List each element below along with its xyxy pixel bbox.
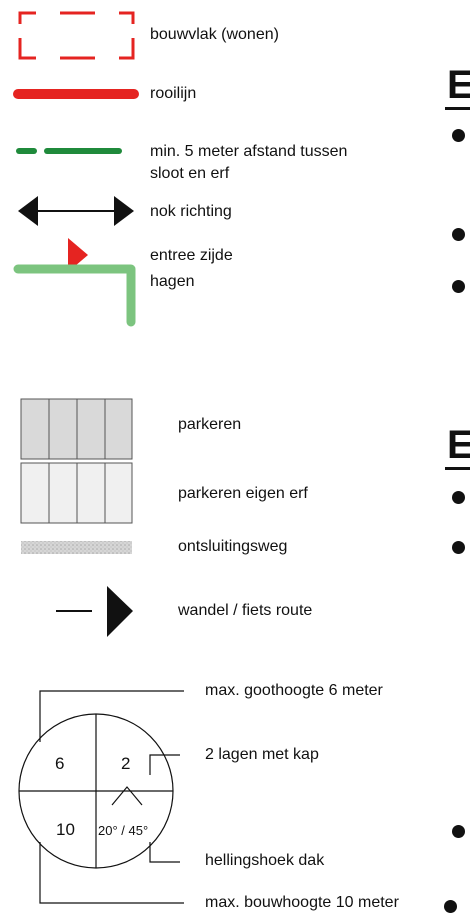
bullet-point — [452, 491, 465, 504]
bullet-point — [452, 825, 465, 838]
entree-zijde-symbol — [68, 238, 88, 272]
bullet-point — [452, 228, 465, 241]
bullet-point — [452, 541, 465, 554]
dial-lagen-value: 2 — [121, 754, 131, 773]
bullet-point — [452, 280, 465, 293]
legend-parkeren-label: parkeren — [178, 416, 242, 433]
section-heading-2: E — [447, 423, 470, 467]
legend-bouwvlak-label: bouwvlak (wonen) — [150, 26, 279, 43]
legend-sloot-afstand-label: min. 5 meter afstand tussen sloot en erf — [150, 143, 348, 182]
sloot-afstand-symbol — [16, 148, 122, 154]
bullet-point — [452, 129, 465, 142]
dial-bouwhoogte-label: max. bouwhoogte 10 meter — [205, 894, 399, 911]
legend-entree-zijde-label: entree zijde — [150, 247, 233, 264]
hagen-symbol — [13, 264, 136, 327]
dial-bouwhoogte-value: 10 — [56, 820, 75, 839]
legend-wandel-fiets-label: wandel / fiets route — [178, 602, 313, 619]
dial-lagen-label: 2 lagen met kap — [205, 746, 319, 763]
parkeren-symbol — [20, 398, 133, 460]
dial-goothoogte-label: max. goothoogte 6 meter — [205, 682, 383, 699]
legend-parkeren-eigen-erf-label: parkeren eigen erf — [178, 485, 308, 502]
nok-richting-symbol — [18, 196, 134, 226]
legend-ontsluitingsweg-label: ontsluitingsweg — [178, 538, 288, 555]
bullet-point — [444, 900, 457, 913]
section-heading-1: E — [447, 63, 470, 107]
heading-1-underline — [445, 107, 470, 110]
parkeren-eigen-erf-symbol — [20, 462, 133, 524]
heading-2-underline — [445, 467, 470, 470]
wandel-fiets-symbol — [56, 586, 133, 637]
legend-rooilijn-label: rooilijn — [150, 85, 197, 102]
dial-helling-label: hellingshoek dak — [205, 852, 325, 869]
dial-helling-value: 20° / 45° — [98, 823, 149, 838]
ontsluitingsweg-symbol — [21, 541, 132, 554]
legend-nok-richting-label: nok richting — [150, 203, 232, 220]
legend-hagen-label: hagen — [150, 273, 195, 290]
rooilijn-symbol — [13, 89, 139, 99]
dial-goothoogte-value: 6 — [55, 754, 65, 773]
